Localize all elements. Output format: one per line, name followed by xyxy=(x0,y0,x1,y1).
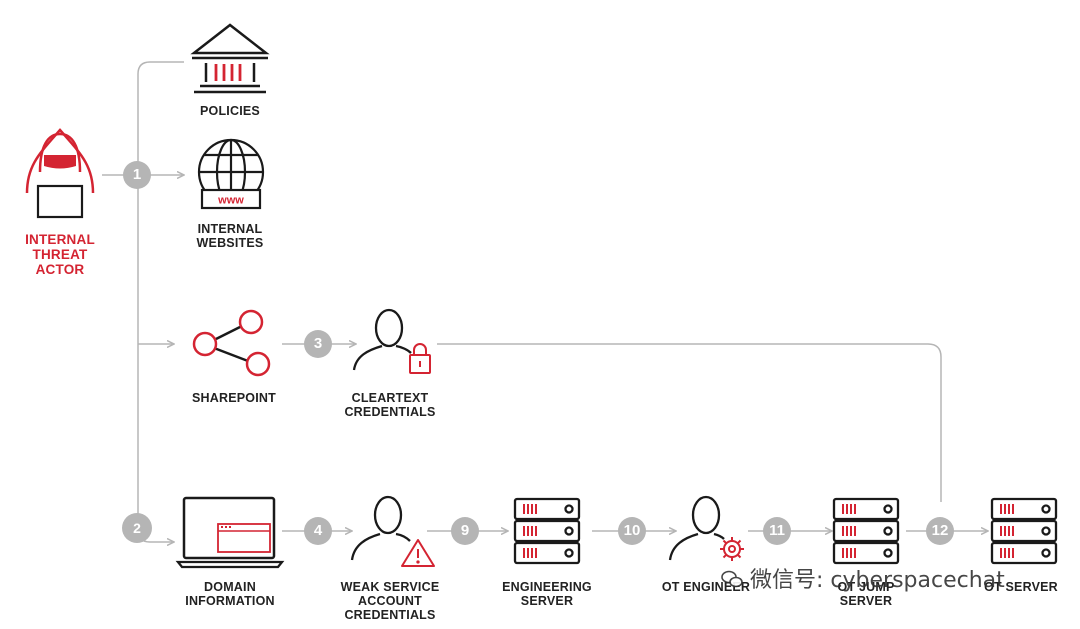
node-label-domain: DOMAIN INFORMATION xyxy=(185,580,275,608)
bank-building-icon xyxy=(190,23,270,94)
step-badge-10: 10 xyxy=(618,517,646,545)
step-badge-11: 11 xyxy=(763,517,791,545)
laptop-icon xyxy=(175,496,285,569)
user-warning-icon xyxy=(350,495,435,567)
step-badge-2: 2 xyxy=(122,513,152,543)
watermark: 微信号: cyberspacechat xyxy=(720,566,1060,596)
user-gear-icon xyxy=(668,495,744,561)
connector-lines xyxy=(102,61,988,542)
user-lock-icon xyxy=(352,308,431,374)
node-label-ot-jump: OT JUMP SERVER xyxy=(837,580,895,608)
server-icon-ot-jump xyxy=(832,497,900,565)
node-label-weak-service: WEAK SERVICE ACCOUNT CREDENTIALS xyxy=(340,580,440,622)
step-badge-9: 9 xyxy=(451,517,479,545)
watermark-text: 微信号: cyberspacechat xyxy=(750,568,1005,593)
svg-text:www: www xyxy=(217,195,244,207)
wechat-icon xyxy=(721,570,743,588)
step-badge-12: 12 xyxy=(926,517,954,545)
node-label-ot-server: OT SERVER xyxy=(984,580,1058,594)
globe-www-icon: www xyxy=(197,138,265,210)
node-label-cleartext: CLEARTEXT CREDENTIALS xyxy=(344,391,436,419)
server-icon-engineering xyxy=(513,497,581,565)
connector-trunk xyxy=(137,61,184,542)
node-label-engineering: ENGINEERING SERVER xyxy=(502,580,592,608)
step-badge-3: 3 xyxy=(304,330,332,358)
share-icon xyxy=(192,309,271,377)
node-label-policies: POLICIES xyxy=(200,104,260,118)
node-label-actor: INTERNAL THREAT ACTOR xyxy=(25,232,95,277)
node-label-sharepoint: SHAREPOINT xyxy=(192,391,276,405)
connector-cleartext-to-ot-server xyxy=(437,343,942,502)
server-icon-ot-server xyxy=(990,497,1058,565)
step-badge-4: 4 xyxy=(304,517,332,545)
node-label-websites: INTERNAL WEBSITES xyxy=(196,222,264,250)
step-badge-1: 1 xyxy=(123,161,151,189)
hooded-hacker-icon xyxy=(25,128,95,219)
